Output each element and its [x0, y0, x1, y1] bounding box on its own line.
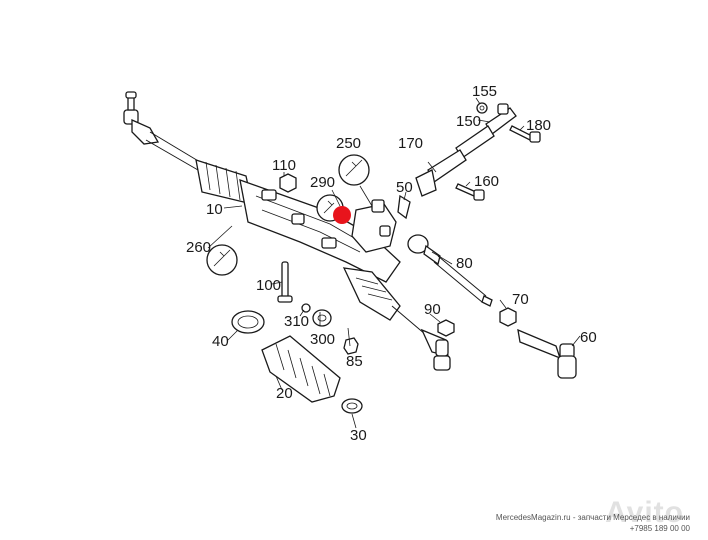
- valve-housing: [351, 199, 397, 253]
- nut-90: [437, 319, 455, 337]
- wrench-icon-260: [206, 244, 238, 276]
- callout-160: 160: [474, 173, 499, 190]
- callout-110: 110: [272, 157, 296, 174]
- callout-100: 100: [256, 277, 281, 294]
- callout-40: 40: [212, 333, 229, 350]
- callout-80: 80: [456, 255, 473, 272]
- callout-155: 155: [472, 83, 497, 100]
- callout-60: 60: [580, 329, 597, 346]
- leader-lines: [207, 97, 581, 429]
- right-bellows-on-rack: [342, 267, 433, 341]
- intermediate-shaft: [415, 103, 517, 197]
- callout-50: 50: [396, 179, 413, 196]
- callout-70: 70: [512, 291, 529, 308]
- fastener-180: [509, 125, 541, 143]
- fastener-160: [455, 183, 485, 201]
- clamp-40: [231, 310, 265, 334]
- callout-85: 85: [346, 353, 363, 370]
- callout-180: 180: [526, 117, 551, 134]
- fastener-155: [476, 102, 488, 114]
- callout-10: 10: [206, 201, 223, 218]
- bellows-20: [261, 335, 341, 403]
- inner-tie-rod: [407, 234, 493, 307]
- callout-90: 90: [424, 301, 441, 318]
- callout-20: 20: [276, 385, 293, 402]
- highlight-marker: [333, 206, 351, 224]
- nut-85: [343, 337, 359, 355]
- fastener-50: [397, 194, 411, 220]
- rack-housing: [239, 179, 401, 283]
- right-tie-rod-end: [420, 328, 451, 371]
- callout-290: 290: [310, 174, 335, 191]
- nut-110: [279, 173, 297, 193]
- footer-phone: +7985 189 00 00: [629, 524, 690, 533]
- bolt-100: [277, 261, 293, 303]
- wrench-icon-250: [338, 154, 370, 186]
- nut-70: [499, 307, 517, 327]
- callout-170: 170: [398, 135, 423, 152]
- clamp-30: [341, 398, 363, 414]
- watermark-logo: Avito: [605, 496, 684, 529]
- footer-shop-text: MercedesMagazin.ru - запчасти Мерседес в…: [495, 513, 690, 522]
- callout-250: 250: [336, 135, 361, 152]
- callout-310: 310: [284, 313, 309, 330]
- left-tie-rod-end: [123, 91, 201, 171]
- outer-tie-rod-end-60: [517, 328, 577, 379]
- footer: MercedesMagazin.ru - запчасти Мерседес в…: [496, 512, 690, 534]
- callout-300: 300: [310, 331, 335, 348]
- callout-260: 260: [186, 239, 211, 256]
- callout-30: 30: [350, 427, 367, 444]
- bushing-300: [312, 309, 332, 327]
- callout-150: 150: [456, 113, 481, 130]
